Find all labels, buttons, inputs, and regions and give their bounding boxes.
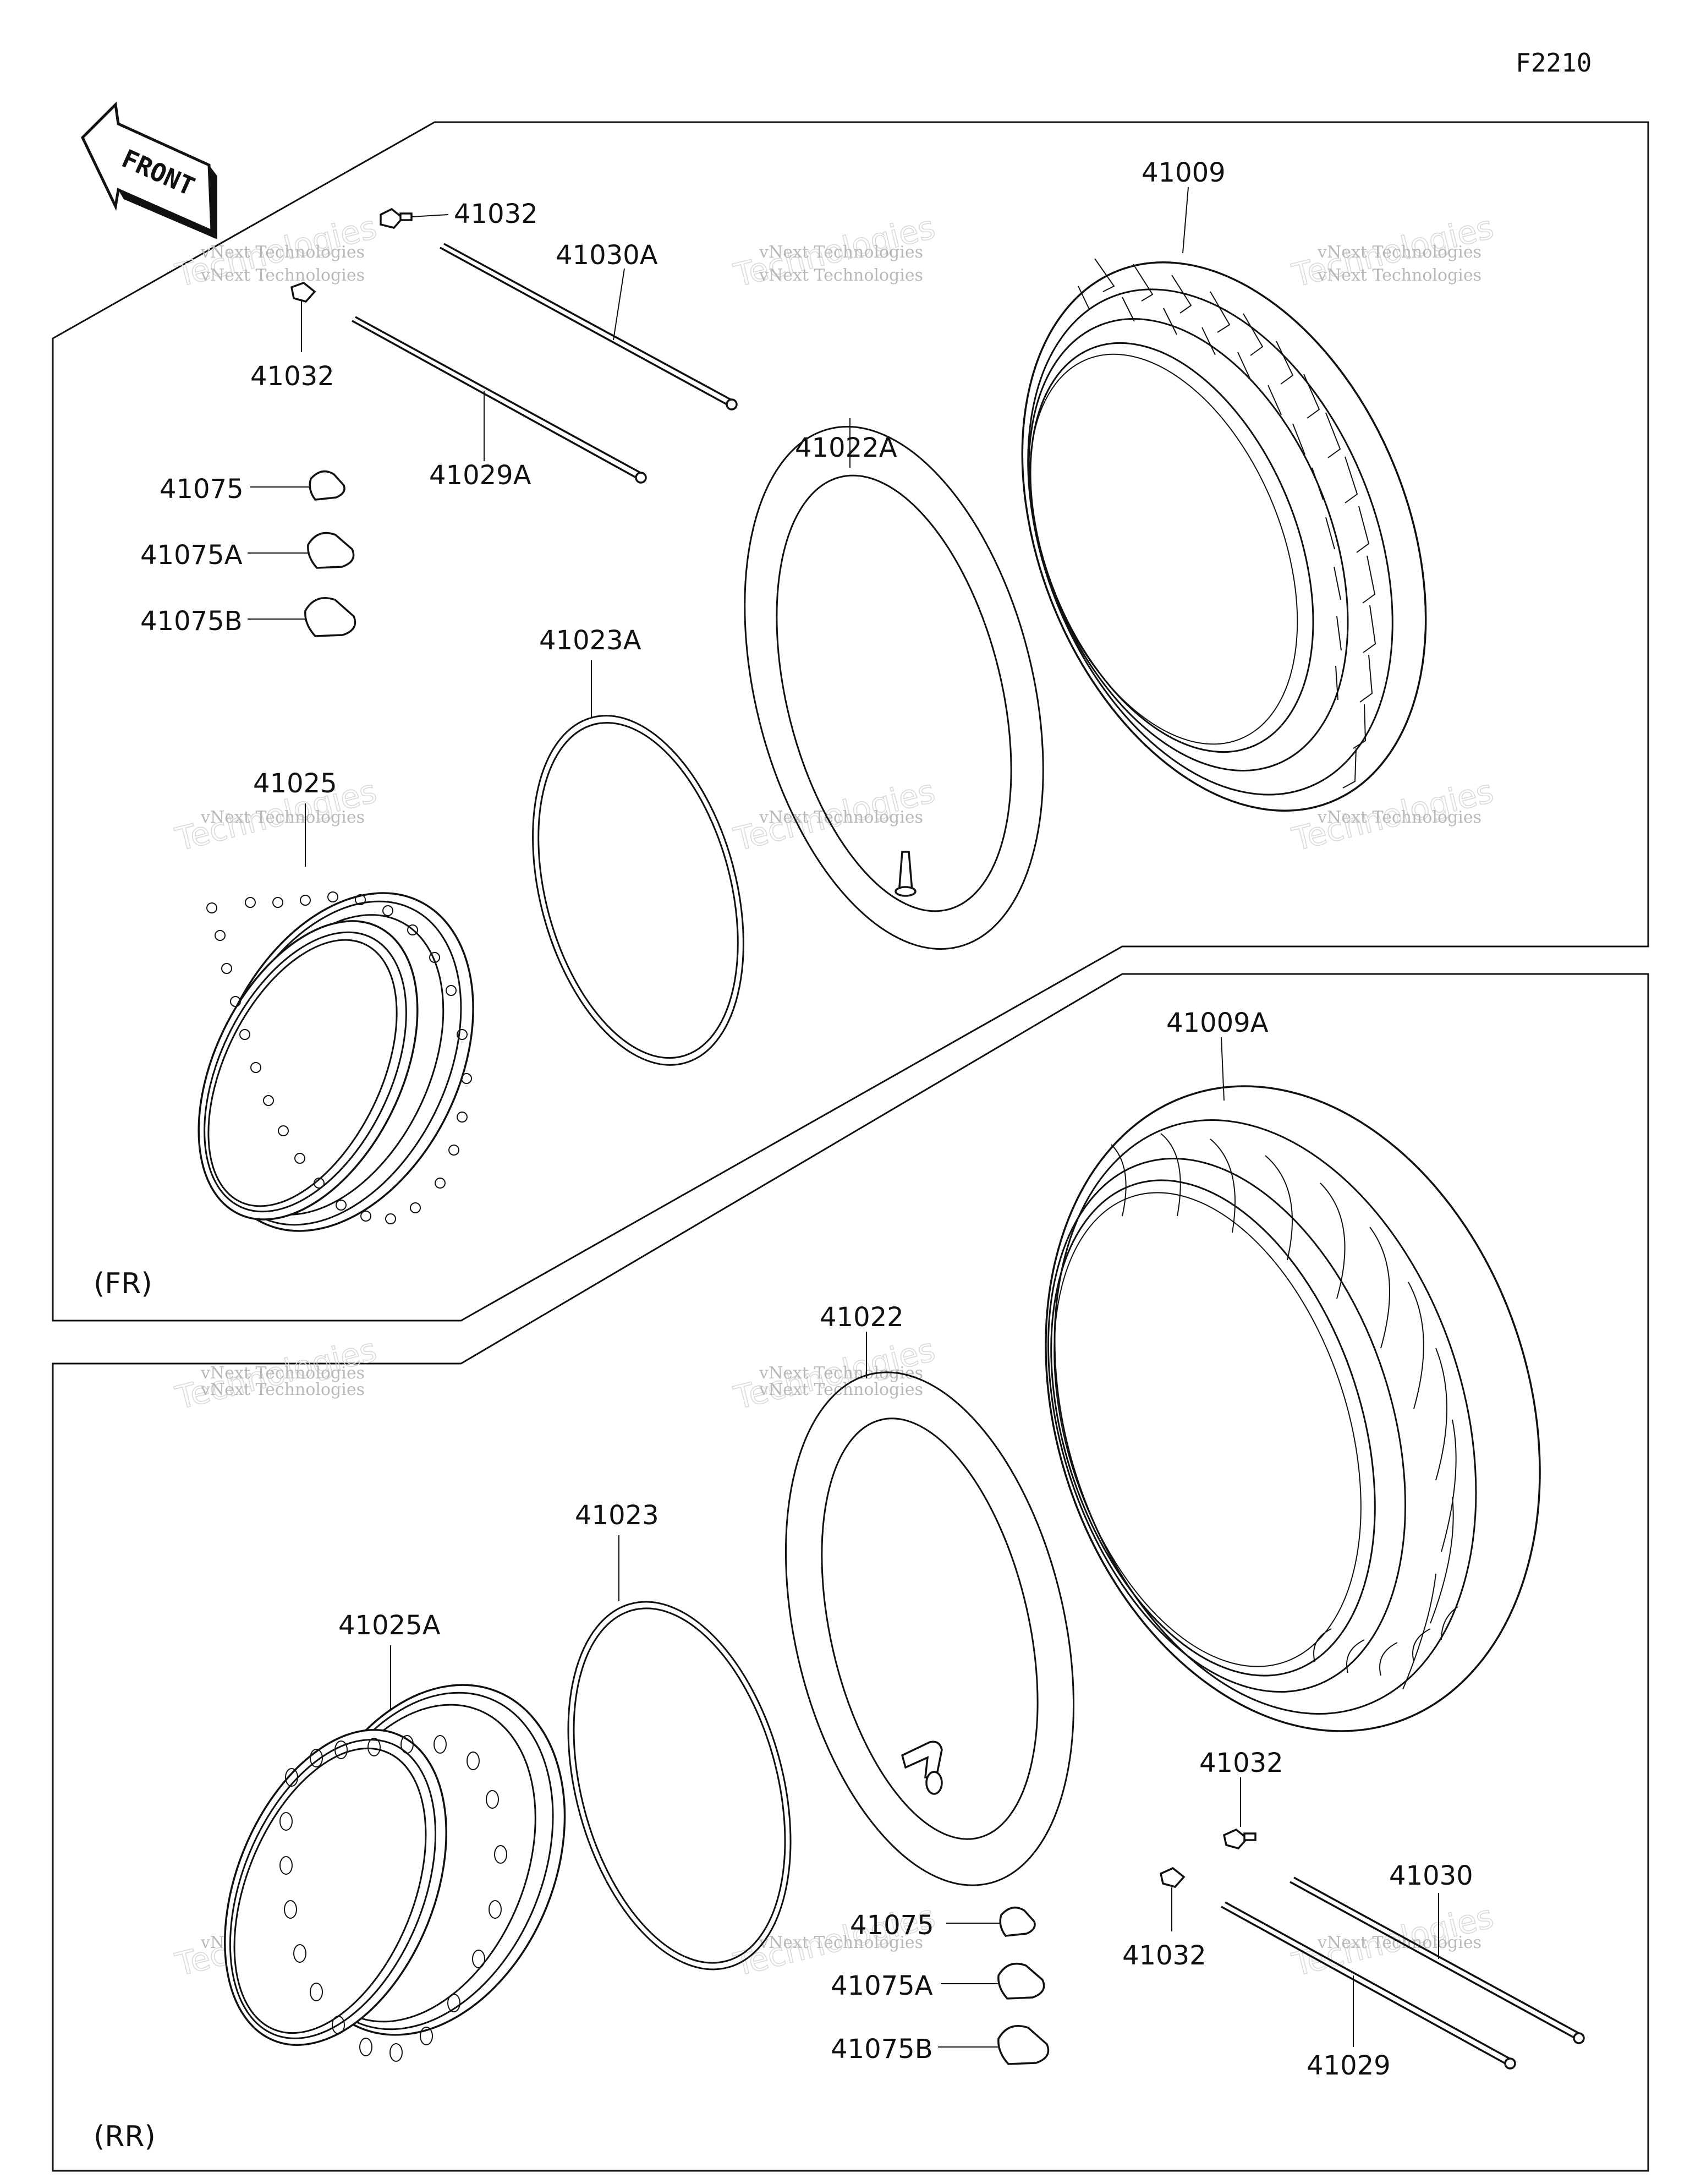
rear-rim-label: 41025A bbox=[338, 1610, 441, 1641]
valve-cap-part bbox=[380, 207, 449, 229]
balance-weight-part bbox=[250, 470, 345, 501]
svg-text:vNext Technologies: vNext Technologies bbox=[200, 266, 365, 285]
front-valve-cap-top-label: 41032 bbox=[454, 199, 538, 229]
front-rod-lower-label: 41029A bbox=[429, 460, 531, 491]
front-section-frame bbox=[52, 121, 1649, 1322]
svg-text:vNext Technologies: vNext Technologies bbox=[200, 808, 365, 827]
rear-tire-label: 41009A bbox=[1166, 1008, 1269, 1038]
rear-weight-1-label: 41075 bbox=[850, 1910, 934, 1941]
svg-text:vNext Technologies: vNext Technologies bbox=[759, 1933, 923, 1952]
front-tube-label: 41022A bbox=[795, 433, 897, 463]
svg-text:vNext Technologies: vNext Technologies bbox=[200, 1380, 365, 1399]
balance-weight-part bbox=[941, 1962, 1045, 2000]
front-tube-part bbox=[744, 425, 1044, 950]
rear-tube-label: 41022 bbox=[820, 1302, 904, 1333]
front-rim-part bbox=[197, 891, 474, 1232]
figure-code: F2210 bbox=[1516, 48, 1592, 78]
balance-weight-part bbox=[248, 532, 355, 569]
rear-rod-lower-label: 41029 bbox=[1307, 2050, 1391, 2081]
balance-weight-part bbox=[938, 2025, 1050, 2065]
spoke-rod-part bbox=[440, 243, 738, 410]
balance-weight-part bbox=[946, 1906, 1036, 1937]
valve-cap-part bbox=[290, 282, 316, 352]
leader-line bbox=[1182, 187, 1189, 254]
front-tire-part bbox=[1021, 258, 1427, 812]
spoke-rod-part bbox=[352, 316, 647, 484]
front-arrow-icon: FRONT bbox=[80, 101, 217, 239]
svg-text:vNext Technologies: vNext Technologies bbox=[1317, 808, 1482, 827]
rear-rod-upper-label: 41030 bbox=[1389, 1860, 1473, 1891]
svg-text:vNext Technologies: vNext Technologies bbox=[759, 808, 923, 827]
rear-rim-band-part bbox=[567, 1601, 792, 1970]
leader-line bbox=[1221, 1037, 1225, 1101]
svg-text:vNext Technologies: vNext Technologies bbox=[1317, 243, 1482, 262]
front-section-label: (FR) bbox=[94, 1267, 152, 1300]
rear-tire-part bbox=[1045, 1085, 1541, 1732]
front-valve-cap-left-label: 41032 bbox=[250, 361, 334, 392]
svg-text:vNext Technologies: vNext Technologies bbox=[200, 1364, 365, 1383]
front-rod-upper-label: 41030A bbox=[556, 240, 658, 271]
spoke-rod-part bbox=[1290, 1876, 1585, 2044]
valve-cap-part bbox=[1159, 1866, 1186, 1931]
svg-text:vNext Technologies: vNext Technologies bbox=[759, 243, 923, 262]
front-rim-label: 41025 bbox=[253, 768, 337, 799]
rear-section-frame bbox=[52, 973, 1649, 2172]
rear-section-label: (RR) bbox=[94, 2120, 156, 2153]
rear-rim-band-label: 41023 bbox=[575, 1500, 659, 1531]
rear-valve-cap-left-label: 41032 bbox=[1122, 1940, 1206, 1971]
spoke-rod-part bbox=[1221, 1901, 1516, 2070]
front-weight-1-label: 41075 bbox=[160, 474, 244, 505]
valve-cap-part bbox=[1222, 1777, 1256, 1849]
rear-tube-part bbox=[784, 1371, 1075, 1886]
rear-valve-cap-right-label: 41032 bbox=[1199, 1748, 1283, 1778]
rear-weight-2-label: 41075A bbox=[831, 1970, 933, 2001]
balance-weight-part bbox=[248, 597, 356, 637]
svg-text:vNext Technologies: vNext Technologies bbox=[1317, 266, 1482, 285]
front-weight-3-label: 41075B bbox=[140, 606, 243, 637]
svg-text:vNext Technologies: vNext Technologies bbox=[200, 243, 365, 262]
front-tire-label: 41009 bbox=[1142, 157, 1226, 188]
front-weight-2-label: 41075A bbox=[140, 540, 243, 571]
rear-weight-3-label: 41075B bbox=[831, 2034, 933, 2065]
svg-text:vNext Technologies: vNext Technologies bbox=[759, 266, 923, 285]
front-rim-band-part bbox=[532, 715, 744, 1066]
front-rim-band-label: 41023A bbox=[539, 625, 641, 656]
rear-rim-part bbox=[224, 1684, 566, 2062]
